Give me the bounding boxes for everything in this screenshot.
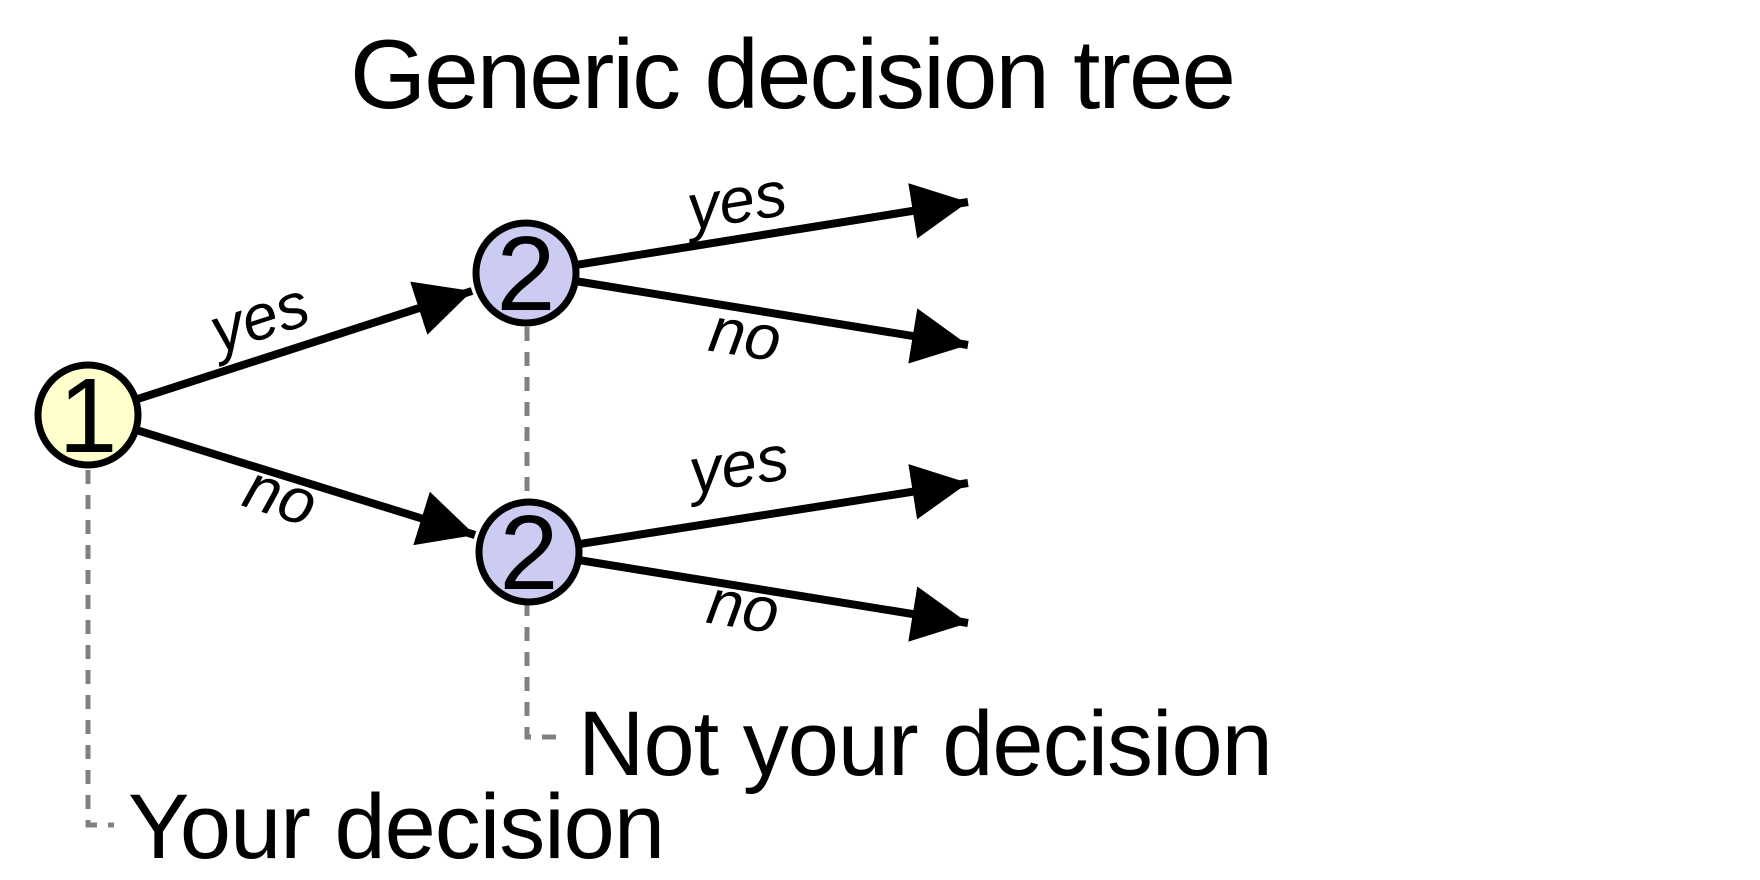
chance-node-2-top bbox=[472, 219, 580, 327]
not-your-decision-label: Not your decision bbox=[578, 693, 1272, 795]
not-your-decision-callout-line bbox=[524, 327, 560, 740]
edge-label-bottom-yes: yes bbox=[680, 421, 794, 508]
decision-node-1 bbox=[34, 361, 142, 469]
decision-node-1-label: 1 bbox=[59, 357, 118, 475]
edge-top-yes bbox=[525, 183, 969, 277]
edge-label-root-yes: yes bbox=[197, 267, 318, 367]
edge-root-no bbox=[86, 411, 477, 546]
edge-top-no bbox=[525, 269, 969, 364]
edge-bottom-yes bbox=[528, 464, 969, 556]
chance-node-2-bottom-label: 2 bbox=[500, 494, 559, 612]
edge-label-bottom-no: no bbox=[703, 565, 785, 647]
edge-root-yes bbox=[86, 281, 474, 419]
edge-label-top-yes: yes bbox=[678, 157, 792, 244]
edge-label-top-no: no bbox=[705, 293, 787, 375]
your-decision-callout-line bbox=[85, 470, 114, 828]
nodes bbox=[34, 219, 583, 606]
chance-node-2-top-label: 2 bbox=[497, 215, 556, 333]
chance-node-2-bottom bbox=[475, 498, 583, 606]
your-decision-label: Your decision bbox=[128, 776, 664, 878]
edges bbox=[86, 183, 969, 642]
diagram-title: Generic decision tree bbox=[350, 19, 1234, 129]
edge-bottom-no bbox=[528, 548, 969, 642]
